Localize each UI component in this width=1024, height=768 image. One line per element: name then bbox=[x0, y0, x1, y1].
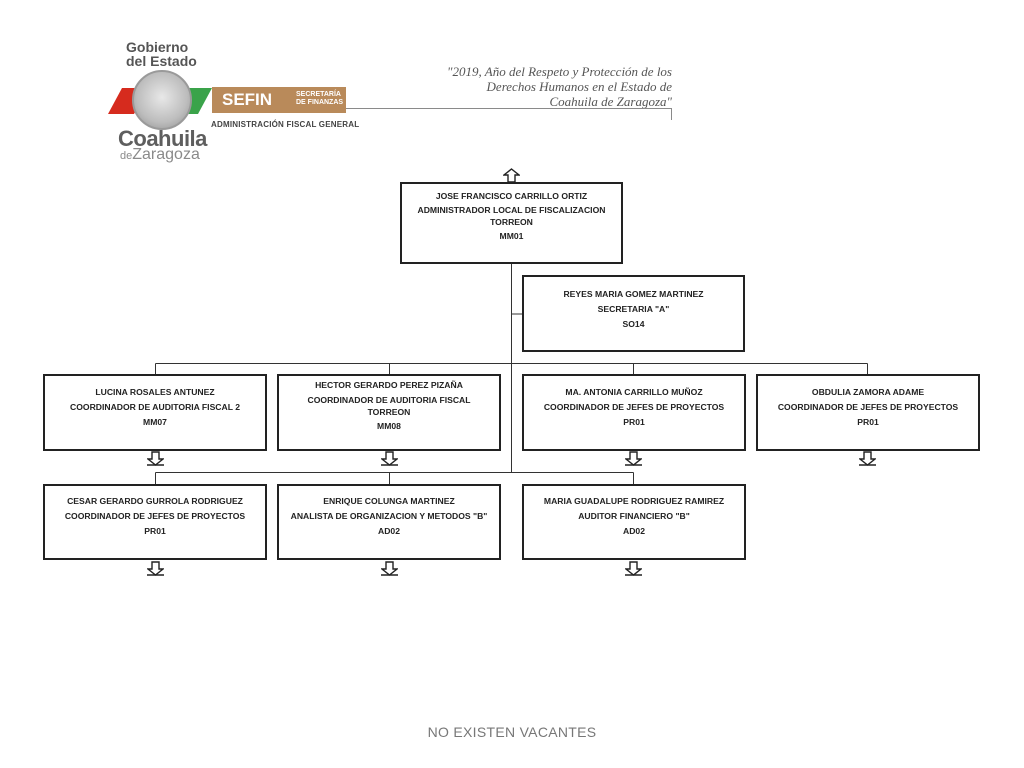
no-vacancies-note: NO EXISTEN VACANTES bbox=[427, 724, 597, 740]
job-title: ADMINISTRADOR LOCAL DE FISCALIZACION bbox=[417, 205, 606, 215]
org-box-secretary: REYES MARIA GOMEZ MARTINEZ SECRETARIA "A… bbox=[522, 275, 745, 352]
job-code: AD02 bbox=[378, 526, 400, 536]
up-arrow-icon bbox=[503, 168, 520, 183]
job-title: COORDINADOR DE JEFES DE PROYECTOS bbox=[64, 511, 246, 521]
job-code: PR01 bbox=[623, 417, 645, 427]
person-name: REYES MARIA GOMEZ MARTINEZ bbox=[563, 289, 704, 299]
down-arrow-icon bbox=[381, 561, 398, 576]
motto-line-3: Coahuila de Zaragoza" bbox=[549, 94, 672, 109]
job-title: COORDINADOR DE JEFES DE PROYECTOS bbox=[777, 402, 959, 412]
job-location: TORREON bbox=[367, 407, 411, 417]
de-label: de bbox=[120, 150, 133, 162]
org-box-level2: ENRIQUE COLUNGA MARTINEZ ANALISTA DE ORG… bbox=[277, 484, 501, 560]
job-title: ANALISTA DE ORGANIZACION Y METODOS "B" bbox=[290, 511, 488, 521]
coahuila-label: Coahuila bbox=[118, 126, 207, 151]
org-box-level1: HECTOR GERARDO PEREZ PIZAÑA COORDINADOR … bbox=[277, 374, 501, 451]
sefin-label: SEFIN bbox=[222, 90, 273, 109]
person-name: OBDULIA ZAMORA ADAME bbox=[811, 387, 925, 397]
sefin-logo: SEFIN SECRETARÍA DE FINANZAS bbox=[212, 87, 346, 113]
person-name: MA. ANTONIA CARRILLO MUÑOZ bbox=[565, 387, 703, 397]
state-crest-icon bbox=[132, 70, 192, 130]
person-name: ENRIQUE COLUNGA MARTINEZ bbox=[323, 496, 455, 506]
del-estado-label: del Estado bbox=[126, 53, 197, 69]
person-name: LUCINA ROSALES ANTUNEZ bbox=[95, 387, 215, 397]
org-box-level1: MA. ANTONIA CARRILLO MUÑOZ COORDINADOR D… bbox=[522, 374, 746, 451]
person-name: MARIA GUADALUPE RODRIGUEZ RAMIREZ bbox=[543, 496, 725, 506]
down-arrow-icon bbox=[625, 561, 642, 576]
job-title: COORDINADOR DE JEFES DE PROYECTOS bbox=[543, 402, 725, 412]
person-name: HECTOR GERARDO PEREZ PIZAÑA bbox=[315, 380, 463, 390]
motto-text: "2019, Año del Respeto y Protección de l… bbox=[400, 64, 672, 109]
gobierno-logo-text: Gobierno del Estado bbox=[126, 40, 197, 68]
job-code: AD02 bbox=[623, 526, 645, 536]
down-arrow-icon bbox=[381, 451, 398, 466]
org-box-level1: OBDULIA ZAMORA ADAME COORDINADOR DE JEFE… bbox=[756, 374, 980, 451]
job-title: SECRETARIA "A" bbox=[597, 304, 670, 314]
job-title: AUDITOR FINANCIERO "B" bbox=[578, 511, 690, 521]
person-name: CESAR GERARDO GURROLA RODRIGUEZ bbox=[67, 496, 243, 506]
secretaria-line: SECRETARÍA bbox=[296, 91, 341, 98]
down-arrow-icon bbox=[147, 451, 164, 466]
job-code: SO14 bbox=[622, 319, 645, 329]
zaragoza-label: deZaragoza bbox=[120, 146, 200, 164]
secretaria-finanzas-label: SECRETARÍA DE FINANZAS bbox=[296, 91, 343, 107]
admin-fiscal-label: ADMINISTRACIÓN FISCAL GENERAL bbox=[211, 120, 360, 129]
motto-line-2: Derechos Humanos en el Estado de bbox=[486, 79, 672, 94]
down-arrow-icon bbox=[859, 451, 876, 466]
header-rule bbox=[346, 108, 672, 109]
org-box-level2: MARIA GUADALUPE RODRIGUEZ RAMIREZ AUDITO… bbox=[522, 484, 746, 560]
motto-line-1: "2019, Año del Respeto y Protección de l… bbox=[447, 64, 672, 79]
job-title: COORDINADOR DE AUDITORIA FISCAL bbox=[307, 395, 471, 405]
job-title: COORDINADOR DE AUDITORIA FISCAL 2 bbox=[70, 402, 240, 412]
org-box-head: JOSE FRANCISCO CARRILLO ORTIZ ADMINISTRA… bbox=[400, 182, 623, 264]
org-box-level2: CESAR GERARDO GURROLA RODRIGUEZ COORDINA… bbox=[43, 484, 267, 560]
org-box-level1: LUCINA ROSALES ANTUNEZ COORDINADOR DE AU… bbox=[43, 374, 267, 451]
header-rule-tick bbox=[671, 108, 672, 120]
down-arrow-icon bbox=[147, 561, 164, 576]
job-code: MM01 bbox=[499, 231, 524, 241]
gobierno-label: Gobierno bbox=[126, 39, 189, 55]
person-name: JOSE FRANCISCO CARRILLO ORTIZ bbox=[435, 191, 588, 201]
down-arrow-icon bbox=[625, 451, 642, 466]
job-code: PR01 bbox=[857, 417, 879, 427]
job-code: MM07 bbox=[143, 417, 167, 427]
job-code: MM08 bbox=[377, 421, 401, 431]
zaragoza-text: Zaragoza bbox=[132, 146, 200, 163]
finanzas-line: DE FINANZAS bbox=[296, 99, 344, 106]
job-code: PR01 bbox=[144, 526, 166, 536]
job-location: TORREON bbox=[490, 217, 533, 227]
